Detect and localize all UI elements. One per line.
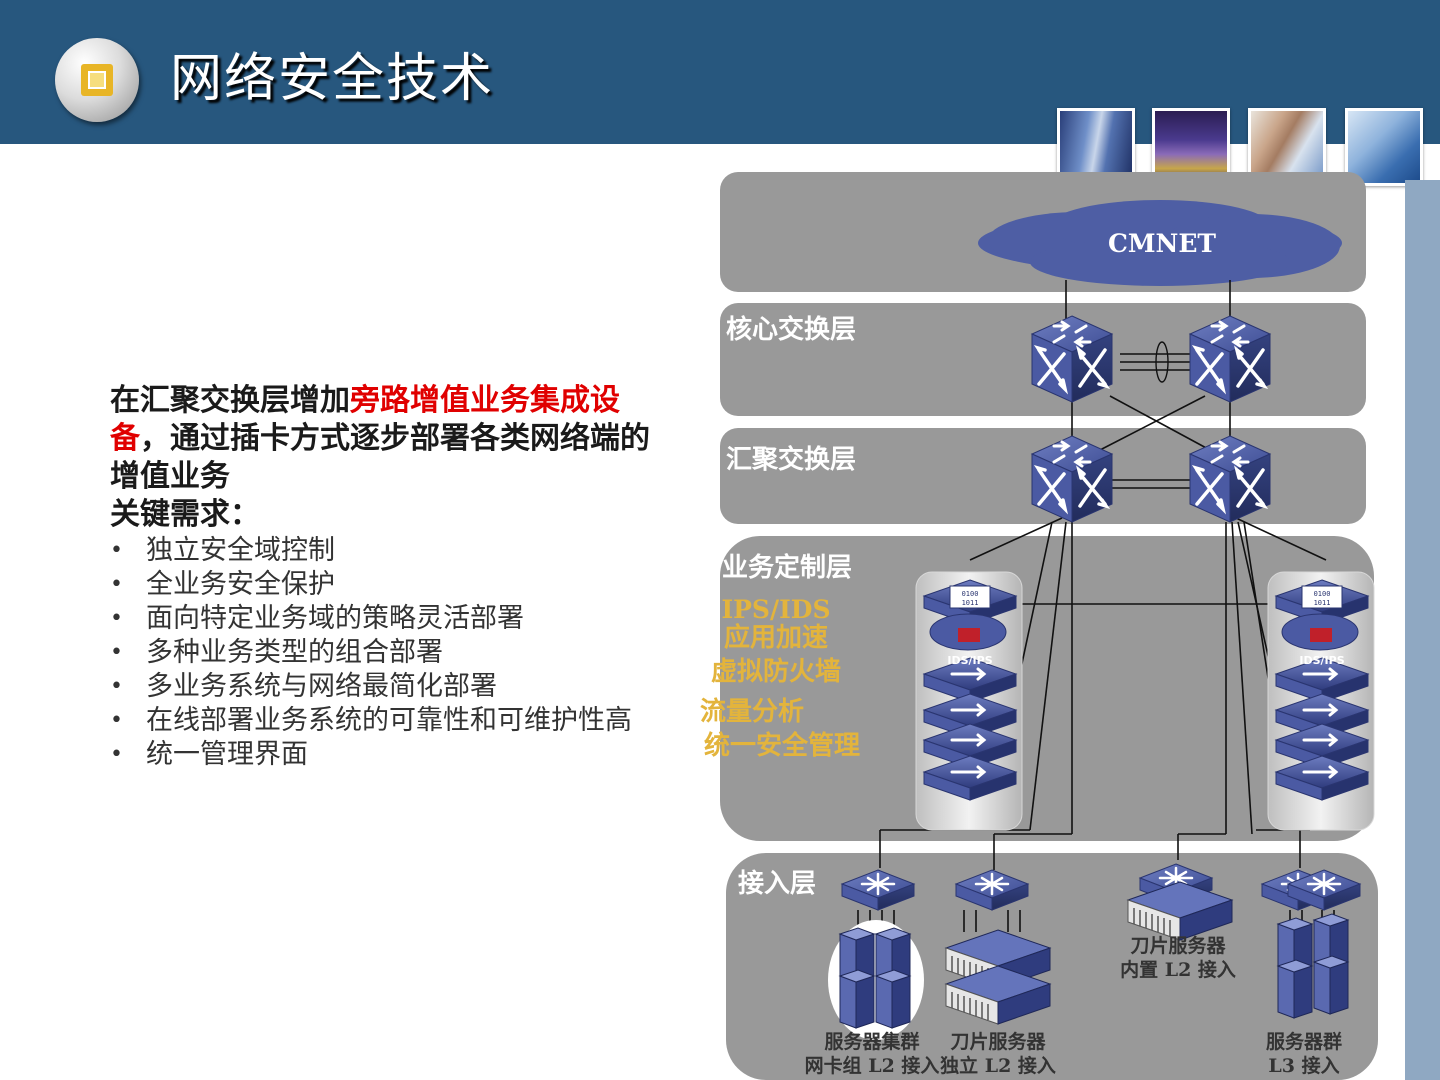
aggregation-layer-label: 汇聚交换层 [726,444,856,475]
service-item: 虚拟防火墙 [711,657,841,687]
list-item: 多业务系统与网络最简化部署 [110,670,650,704]
list-item: 独立安全域控制 [110,534,650,568]
skyscraper-photo-thumbnail [1345,108,1423,186]
service-layer-label: 业务定制层 [722,552,852,583]
service-item: 流量分析 [700,697,804,727]
caption-cluster-l3-line1: 服务器群 [1266,1030,1342,1053]
caption-blade-standalone-line1: 刀片服务器 [950,1030,1046,1053]
header-bar: 网络安全技术 [0,0,1440,144]
requirements-text: 在汇聚交换层增加旁路增值业务集成设备，通过插卡方式逐步部署各类网络端的增值业务 … [110,382,650,772]
service-item: IPS/IDS [721,595,830,624]
highlight-text: 旁路增值业务集成设备 [110,383,620,456]
service-item: 应用加速 [724,622,828,653]
caption-blade-builtin-line2: 内置 L2 接入 [1120,958,1236,981]
list-item: 统一管理界面 [110,738,650,772]
ids-ips-card-label-left: IDS/IPS [947,654,992,667]
caption-cluster-nic-line1: 服务器集群 [824,1030,919,1053]
caption-blade-standalone-line2: 独立 L2 接入 [940,1054,1056,1077]
requirements-list: 独立安全域控制 全业务安全保护 面向特定业务域的策略灵活部署 多种业务类型的组合… [110,534,650,772]
core-switch-right-icon [1188,314,1272,404]
lead-paragraph: 在汇聚交换层增加旁路增值业务集成设备，通过插卡方式逐步部署各类网络端的增值业务 [110,383,650,494]
svg-text:1011: 1011 [962,599,979,607]
list-item: 面向特定业务域的策略灵活部署 [110,602,650,636]
svg-text:0100: 0100 [1314,590,1331,598]
service-chassis-left-icon: 0100 1011 [915,571,1023,831]
service-item: 统一安全管理 [704,730,860,761]
page-title: 网络安全技术 [170,49,495,109]
list-item: 在线部署业务系统的可靠性和可维护性高 [110,704,650,738]
key-requirements-heading: 关键需求： [110,497,260,532]
cmnet-cloud-icon [978,200,1342,286]
ids-ips-card-label-right: IDS/IPS [1299,654,1344,667]
core-layer-label: 核心交换层 [726,314,856,345]
svg-text:0100: 0100 [962,590,979,598]
svg-text:1011: 1011 [1314,599,1331,607]
aggregation-switch-left-icon [1030,434,1114,524]
caption-cluster-l3-line2: L3 接入 [1268,1055,1339,1077]
list-item: 全业务安全保护 [110,568,650,602]
side-accent-bar [1405,180,1440,1080]
list-item: 多种业务类型的组合部署 [110,636,650,670]
caption-blade-builtin-line1: 刀片服务器 [1130,934,1226,957]
service-chassis-right-icon: 0100 1011 [1267,571,1375,831]
core-switch-left-icon [1030,314,1114,404]
square-bullet-icon [55,38,139,122]
aggregation-switch-right-icon [1188,434,1272,524]
cloud-label: CMNET [1108,229,1216,258]
caption-cluster-nic-line2: 网卡组 L2 接入 [805,1054,940,1077]
access-layer-label: 接入层 [738,869,816,899]
